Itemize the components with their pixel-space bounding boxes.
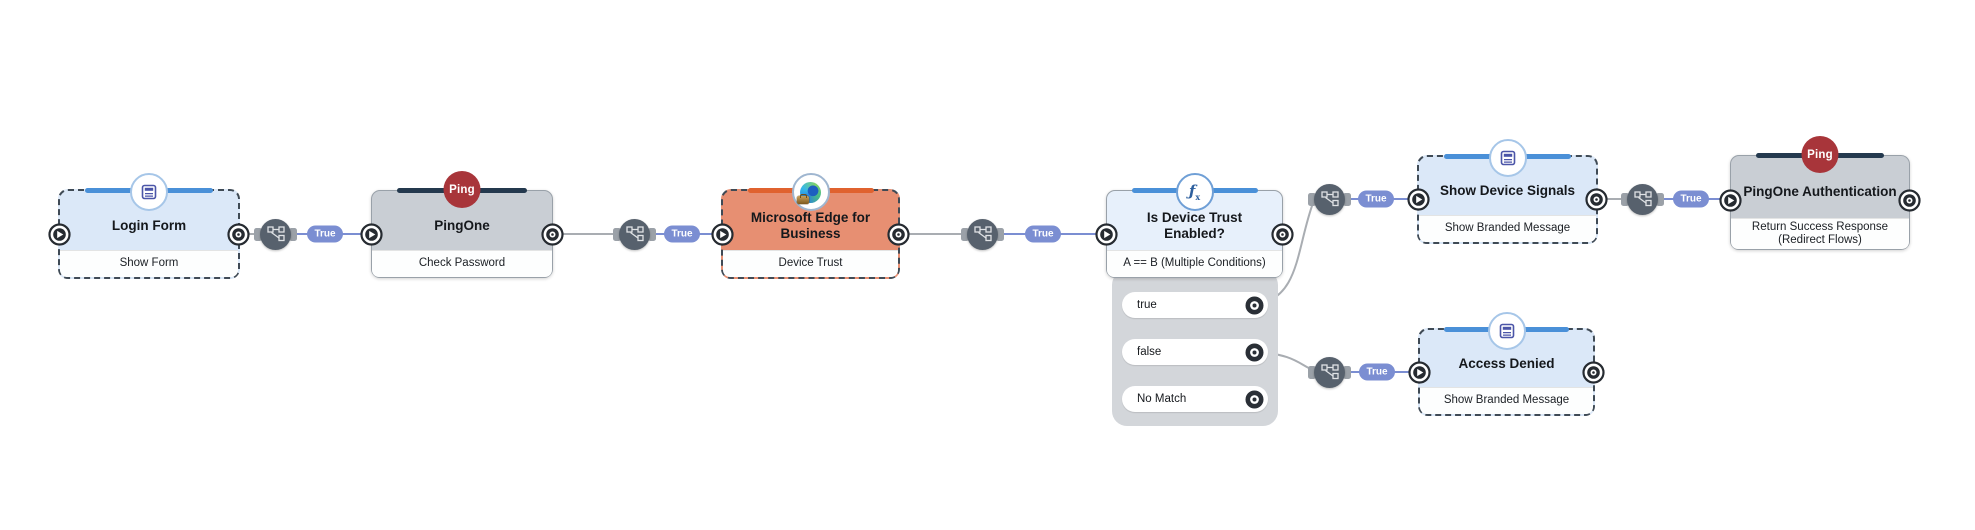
output-port[interactable]	[1582, 360, 1605, 384]
input-port[interactable]	[48, 222, 71, 246]
node-pingone[interactable]: Ping PingOne Check Password	[360, 171, 564, 278]
edge-label[interactable]: True	[1358, 190, 1394, 208]
output-port-icon[interactable]	[1245, 390, 1264, 409]
node-title: Microsoft Edge for Business	[750, 209, 871, 241]
node-access-denied[interactable]: Access Denied Show Branded Message	[1408, 312, 1605, 416]
form-icon	[1487, 312, 1526, 350]
branch-glyph-icon	[1627, 183, 1658, 215]
branch-glyph-icon	[619, 218, 650, 250]
input-port[interactable]	[1407, 188, 1430, 211]
node-title: Is Device Trust Enabled?	[1146, 209, 1243, 241]
node-subtitle: A == B (Multiple Conditions)	[1107, 250, 1282, 277]
output-port-icon[interactable]	[1245, 343, 1264, 362]
output-port[interactable]	[887, 222, 910, 246]
edge-label[interactable]: True	[307, 225, 343, 243]
node-subtitle: Device Trust	[723, 250, 898, 277]
node-login-form[interactable]: Login Form Show Form	[48, 173, 250, 279]
connector-tab-right	[648, 227, 656, 241]
connector-tab-left	[1308, 365, 1316, 379]
connector-tab-right	[1343, 365, 1351, 379]
node-is-device-trust-enabled[interactable]: ƒx Is Device Trust Enabled? A == B (Mult…	[1095, 173, 1294, 278]
output-port[interactable]	[227, 222, 250, 246]
condition-output-label: No Match	[1137, 393, 1187, 405]
input-port[interactable]	[1408, 360, 1431, 384]
output-port[interactable]	[1585, 188, 1608, 211]
edge-connector[interactable]	[1621, 182, 1669, 216]
connector-tab-right	[996, 227, 1004, 241]
edge-label[interactable]: True	[664, 225, 700, 243]
condition-outputs-panel: true false No Match	[1112, 270, 1278, 426]
condition-output-true[interactable]: true	[1122, 292, 1268, 318]
form-icon	[1488, 139, 1527, 177]
output-port[interactable]	[541, 222, 564, 246]
branch-glyph-icon	[260, 218, 291, 250]
node-pingone-authentication[interactable]: Ping PingOne Authentication Return Succe…	[1719, 136, 1921, 250]
input-port[interactable]	[360, 222, 383, 246]
edge-connector[interactable]	[1308, 355, 1356, 389]
input-port[interactable]	[1719, 189, 1742, 212]
node-subtitle: Check Password	[372, 250, 552, 277]
edge-label[interactable]: True	[1359, 363, 1395, 381]
function-icon: ƒx	[1175, 173, 1214, 211]
edge-label[interactable]: True	[1025, 225, 1061, 243]
output-port-icon[interactable]	[1245, 296, 1264, 315]
connector-tab-left	[1621, 192, 1629, 206]
edge-connector[interactable]	[1308, 182, 1356, 216]
node-microsoft-edge-for-business[interactable]: Microsoft Edge for Business Device Trust	[711, 173, 910, 279]
connector-tab-right	[1343, 192, 1351, 206]
connector-tab-left	[961, 227, 969, 241]
node-title: PingOne	[434, 217, 490, 233]
briefcase-icon	[796, 193, 809, 204]
connector-tab-left	[1308, 192, 1316, 206]
node-title: Show Device Signals	[1439, 183, 1576, 199]
node-title: PingOne Authentication	[1743, 184, 1897, 200]
output-port[interactable]	[1898, 189, 1921, 212]
ping-logo-icon: Ping	[443, 171, 481, 208]
node-title: Login Form	[111, 217, 187, 233]
condition-output-no-match[interactable]: No Match	[1122, 386, 1268, 412]
node-show-device-signals[interactable]: Show Device Signals Show Branded Message	[1407, 139, 1608, 244]
edge-connector[interactable]	[961, 217, 1009, 251]
branch-glyph-icon	[1314, 183, 1345, 215]
output-port[interactable]	[1271, 222, 1294, 246]
branch-glyph-icon	[967, 218, 998, 250]
ping-logo-icon: Ping	[1801, 136, 1839, 173]
node-subtitle: Show Branded Message	[1420, 387, 1593, 414]
node-subtitle: Return Success Response (Redirect Flows)	[1731, 217, 1909, 249]
connector-tab-left	[254, 227, 262, 241]
form-icon	[130, 173, 168, 211]
input-port[interactable]	[1095, 222, 1118, 246]
condition-output-label: true	[1137, 299, 1157, 311]
connector-tab-right	[1656, 192, 1664, 206]
condition-output-false[interactable]: false	[1122, 339, 1268, 365]
node-title: Access Denied	[1458, 355, 1555, 371]
node-subtitle: Show Branded Message	[1419, 215, 1596, 242]
node-subtitle: Show Form	[60, 250, 238, 277]
connector-tab-right	[289, 227, 297, 241]
condition-output-label: false	[1137, 346, 1162, 358]
edge-connector[interactable]	[254, 217, 302, 251]
edge-label[interactable]: True	[1673, 190, 1709, 208]
connector-tab-left	[613, 227, 621, 241]
edge-connector[interactable]	[613, 217, 661, 251]
edge-logo-icon	[791, 173, 830, 211]
input-port[interactable]	[711, 222, 734, 246]
branch-glyph-icon	[1314, 356, 1345, 388]
